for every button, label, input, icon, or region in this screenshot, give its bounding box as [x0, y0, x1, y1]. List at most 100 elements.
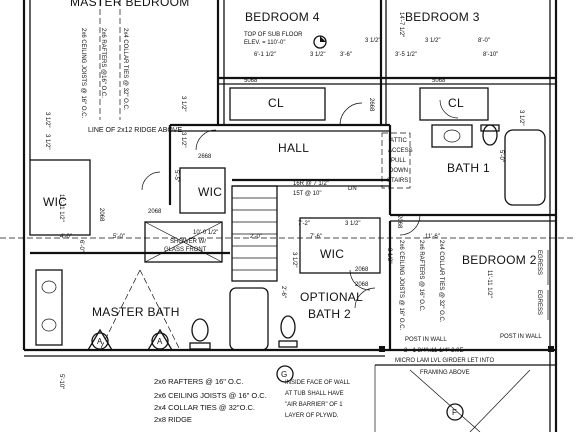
bath2-toilet [280, 315, 296, 339]
note-stair-risers: 16R @ 7 1/2" [293, 181, 329, 187]
door-swing-bath1 [399, 214, 421, 236]
bath1-toilet [482, 124, 498, 146]
porch-hip-2 [469, 369, 531, 432]
note-microlam-2: MICRO LAM LVL GIRDER LET INTO [395, 358, 494, 364]
dim-2-6: 2'-6" [280, 286, 286, 298]
tag-a1-circle [91, 332, 109, 350]
dim-8-0: 8'-0" [478, 38, 490, 44]
note-shower-2: GLASS FRONT [164, 247, 207, 253]
note-shower-1: SHOWER W/ [170, 239, 206, 245]
dim-3-6: 3'-6" [340, 52, 352, 58]
note-ceiling-joists-b2: 2x6 CEILING JOISTS @ 16" O.C. [398, 240, 404, 331]
wic-right-box [299, 217, 381, 274]
dim-5068-a: 5068 [244, 78, 258, 84]
closet-left [229, 87, 326, 121]
wic-mid-box [179, 167, 226, 214]
room-bedroom4: BEDROOM 4 [245, 10, 320, 24]
room-wic-right: WIC [320, 247, 344, 261]
master-sink-1 [41, 280, 57, 294]
door-swing-bed4 [339, 102, 363, 126]
post-left [379, 346, 385, 352]
tag-a2-triangle [146, 328, 174, 351]
dim-3-5-1-2: 3'-5 1/2" [395, 52, 417, 58]
note-stair-dn: DN [348, 186, 357, 192]
dim-3-1-2-e: 3 1/2" [180, 132, 186, 147]
note-microlam-3: FRAMING ABOVE [420, 370, 470, 376]
bath1-sink [443, 129, 461, 143]
dim-3-1-2-b: 3 1/2" [310, 52, 325, 58]
dim-5-5: 5'-5" [173, 170, 179, 182]
porch-hip-1 [409, 369, 481, 432]
note-rafters-1: 2x6 RAFTERS @ 16" O.C. [154, 377, 243, 386]
dimensions: 6'-1 1/2" 8'-10" 3 1/2" 3'-5 1/2" 3'-6" … [44, 12, 524, 389]
note-stair-treads: 15T @ 10" [293, 191, 321, 197]
note-rafters-4: 2x8 RIDGE [154, 415, 192, 424]
dim-6-11: 11'-11 1/2" [58, 194, 64, 222]
room-wic-left: WIC [43, 195, 67, 209]
dim-3-1-2-k: 3 1/2" [345, 221, 360, 227]
bath1-toilet-tank [480, 124, 500, 132]
tag-g: G [281, 370, 287, 379]
dim-8-10: 8'-10" [483, 52, 498, 58]
dim-5-1-2: 5'-0" [498, 150, 504, 162]
dim-3-1-2-f: 3 1/2" [44, 112, 50, 127]
room-hall: HALL [278, 141, 309, 155]
shower-enclosure [144, 221, 223, 263]
dim-2068-c: 2068 [355, 267, 369, 273]
shower-x2 [144, 221, 223, 263]
note-attic-1: ATTIC [390, 138, 408, 144]
tag-f: F [452, 408, 457, 417]
note-inside-face-4: LAYER OF PLYWD. [285, 413, 339, 419]
room-master-bath: MASTER BATH [92, 305, 180, 319]
door-swing-hall [195, 129, 217, 151]
dim-7-2: 7'-2" [298, 221, 310, 227]
note-ridge: LINE OF 2x12 RIDGE ABOVE [88, 127, 182, 134]
note-post-right: POST IN WALL [500, 334, 542, 340]
note-attic-5: STAIRS [387, 178, 408, 184]
room-wic-mid: WIC [198, 185, 222, 199]
dim-3-1-2-d: 3 1/2" [180, 96, 186, 111]
stairs [231, 185, 278, 282]
room-labels: MASTER BEDROOM BEDROOM 4 BEDROOM 3 HALL … [43, 0, 536, 321]
attic-access [381, 132, 411, 189]
closet-right [419, 87, 489, 121]
dim-11-11: 11'-11 1/2" [486, 270, 492, 298]
tag-a1-triangle [86, 328, 114, 351]
note-egress-2: EGRESS [536, 290, 542, 315]
room-cl-left: CL [268, 96, 284, 110]
note-post-left: POST IN WALL [405, 337, 447, 343]
stair-box [231, 185, 278, 282]
note-rafters-tl: 2x6 RAFTERS @16" O.C. [100, 28, 106, 98]
note-collar-tl: 2x4 COLLAR TIES @ 32" O.C. [122, 28, 128, 111]
note-rafters-3: 2x4 COLLAR TIES @ 32"O.C. [154, 403, 255, 412]
room-master-bedroom: MASTER BEDROOM [70, 0, 190, 9]
door-swing-wic [141, 171, 161, 191]
dim-3-1-2-c: 3 1/2" [425, 38, 440, 44]
dim-7-6: 7'-6" [310, 234, 322, 240]
bath2-tub [229, 287, 269, 351]
elevation-marker-fill [320, 36, 326, 42]
dim-3-1-2-i: 3 1/2" [386, 248, 392, 263]
post-right [548, 346, 554, 352]
wic-left-box [29, 159, 91, 236]
master-vanity [35, 269, 63, 346]
tag-a1: A [97, 337, 103, 346]
dim-2068-e: 2068 [396, 215, 402, 229]
note-elev2: ELEV. = 110'-0" [244, 40, 285, 46]
dim-3-10: 10'-0 1/2" [193, 230, 218, 236]
tag-g-circle [276, 365, 294, 383]
dim-2668-b: 2668 [368, 98, 374, 112]
tag-a2-circle [151, 332, 169, 350]
dim-3-1-2-a: 3 1/2" [365, 38, 380, 44]
door-swing-bath2 [354, 287, 376, 309]
note-inside-face-1: INSIDE FACE OF WALL [285, 380, 351, 386]
note-ceiling-joists-tl: 2x6 CEILING JOISTS @ 16" O.C. [80, 28, 86, 119]
note-collar-b2: 2x4 COLLAR TIES @ 32" O.C. [438, 240, 444, 323]
dim-3-1-2-g: 3 1/2" [44, 134, 50, 149]
master-toilet [191, 318, 209, 342]
note-elev1: TOP OF SUB FLOOR [244, 32, 303, 38]
room-cl-right: CL [448, 96, 464, 110]
